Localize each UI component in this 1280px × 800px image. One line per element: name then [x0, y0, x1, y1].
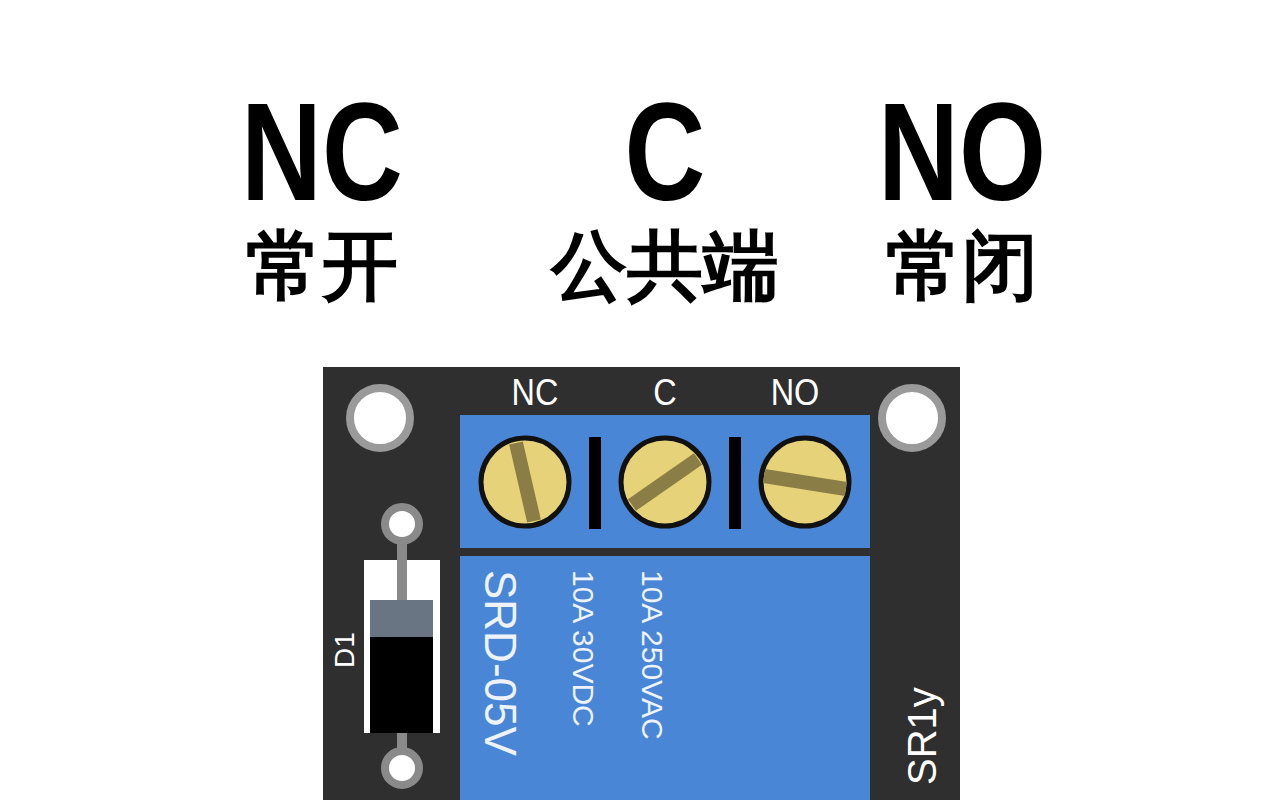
screw-slot — [764, 476, 846, 489]
pcb-board — [323, 367, 960, 800]
terminal-screw — [761, 438, 849, 526]
pin-name: NC — [512, 375, 559, 411]
rating-text: 10A 30VDC — [568, 570, 598, 727]
terminal-screw — [481, 438, 569, 526]
relay-body — [460, 556, 870, 800]
pin-name: C — [653, 375, 676, 411]
terminal-meaning: 常闭 — [886, 228, 1038, 304]
diode-pad — [385, 507, 419, 541]
screw-slot — [516, 443, 534, 521]
part-number: SRD-05V — [478, 570, 522, 756]
pin-name: NO — [771, 375, 820, 411]
terminal-heading: NC — [241, 82, 403, 222]
terminal-heading: NO — [878, 82, 1046, 222]
mounting-hole — [882, 388, 942, 448]
part-name: D1 — [331, 632, 359, 668]
terminal-heading: C — [625, 82, 706, 222]
terminal-separator — [729, 437, 741, 529]
terminal-screw — [621, 438, 709, 526]
rating-text: 10A 250VAC — [637, 570, 667, 740]
terminal-meaning: 公共端 — [551, 228, 779, 304]
screw-slot — [632, 459, 698, 505]
terminal-separator — [589, 437, 601, 529]
diode-band — [370, 600, 433, 637]
board-name: SR1y — [902, 687, 942, 785]
diode-body — [370, 600, 433, 733]
mounting-hole — [350, 388, 410, 448]
terminal-meaning: 常开 — [246, 228, 398, 304]
diode-pad — [385, 751, 419, 785]
terminal-block — [460, 415, 870, 548]
